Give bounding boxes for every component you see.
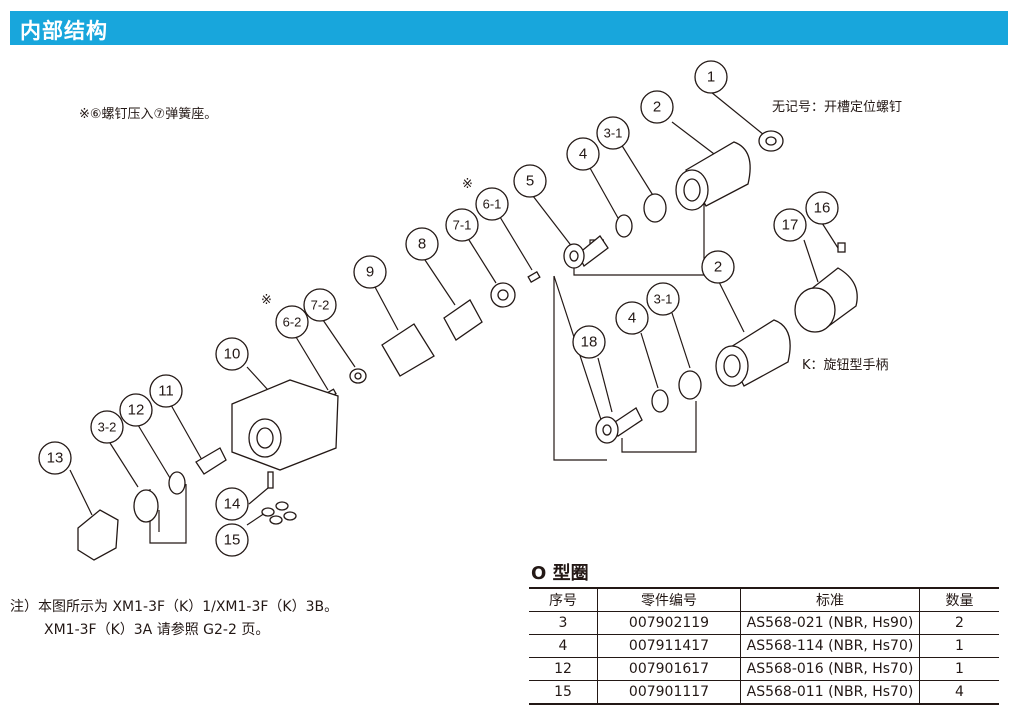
callout-10: 10	[224, 346, 241, 363]
callout-12: 12	[128, 402, 145, 419]
cell-no: 12	[529, 657, 598, 681]
callout-6-2: 6-2	[283, 315, 302, 330]
footnote-line-2: XM1-3F（K）3A 请参照 G2-2 页。	[44, 622, 270, 638]
callout-7-1: 7-1	[453, 218, 472, 233]
cell-standard: AS568-016 (NBR, Hs70)	[740, 657, 920, 681]
callout-15: 15	[224, 532, 241, 549]
cell-quantity: 2	[919, 611, 999, 635]
callout-4-upper: 4	[579, 146, 587, 163]
callout-6-1: 6-1	[483, 197, 502, 212]
col-header-standard: 标准	[740, 587, 920, 612]
table-row: 15 007901117 AS568-011 (NBR, Hs70) 4	[529, 680, 999, 705]
col-header-part-number: 零件编号	[597, 587, 741, 612]
callout-5: 5	[526, 173, 534, 190]
cell-part-number: 007901617	[597, 657, 741, 681]
cell-quantity: 1	[919, 634, 999, 658]
legend-k-knob: K：旋钮型手柄	[802, 358, 889, 373]
screw-press-note: ※⑥螺钉压入⑦弹簧座。	[79, 107, 218, 122]
cell-part-number: 007901117	[597, 680, 741, 705]
callout-3-1-upper: 3-1	[604, 126, 623, 141]
cell-no: 15	[529, 680, 598, 705]
callout-7-2: 7-2	[311, 298, 330, 313]
table-row: 4 007911417 AS568-114 (NBR, Hs70) 1	[529, 634, 999, 658]
oring-table: 序号 零件编号 标准 数量 3 007902119 AS568-021 (NBR…	[529, 587, 999, 705]
cell-no: 3	[529, 611, 598, 635]
section-title: 内部结构	[20, 19, 108, 43]
oring-table-title: O 型圈	[531, 563, 589, 584]
cell-quantity: 4	[919, 680, 999, 705]
cell-part-number: 007911417	[597, 634, 741, 658]
legend-no-mark: 无记号：开槽定位螺钉	[772, 100, 903, 115]
table-row: 12 007901617 AS568-016 (NBR, Hs70) 1	[529, 657, 999, 681]
callout-9: 9	[366, 264, 374, 281]
callout-14: 14	[224, 496, 241, 513]
callout-2-lower: 2	[714, 259, 722, 276]
callout-3-2: 3-2	[98, 420, 117, 435]
oring-table-header-row: 序号 零件编号 标准 数量	[529, 587, 999, 612]
cell-no: 4	[529, 634, 598, 658]
footnote-line-1: 注）本图所示为 XM1-3F（K）1/XM1-3F（K）3B。	[10, 599, 339, 615]
section-header: 内部结构	[10, 11, 1008, 45]
press-fit-marker: ※	[261, 293, 272, 308]
cell-standard: AS568-021 (NBR, Hs90)	[740, 611, 920, 635]
callout-17: 17	[782, 217, 799, 234]
cell-part-number: 007902119	[597, 611, 741, 635]
callout-3-1-lower: 3-1	[654, 292, 673, 307]
cell-standard: AS568-011 (NBR, Hs70)	[740, 680, 920, 705]
callout-18: 18	[581, 334, 598, 351]
col-header-no: 序号	[529, 587, 598, 612]
cell-standard: AS568-114 (NBR, Hs70)	[740, 634, 920, 658]
callout-1: 1	[707, 69, 715, 86]
press-fit-marker: ※	[462, 177, 473, 192]
callout-4-lower: 4	[628, 310, 636, 327]
col-header-quantity: 数量	[919, 587, 999, 612]
callout-2-upper: 2	[653, 99, 661, 116]
callout-11: 11	[158, 383, 174, 400]
callout-8: 8	[418, 236, 426, 253]
callout-13: 13	[47, 450, 64, 467]
cell-quantity: 1	[919, 657, 999, 681]
table-row: 3 007902119 AS568-021 (NBR, Hs90) 2	[529, 611, 999, 635]
callout-16: 16	[814, 200, 831, 217]
